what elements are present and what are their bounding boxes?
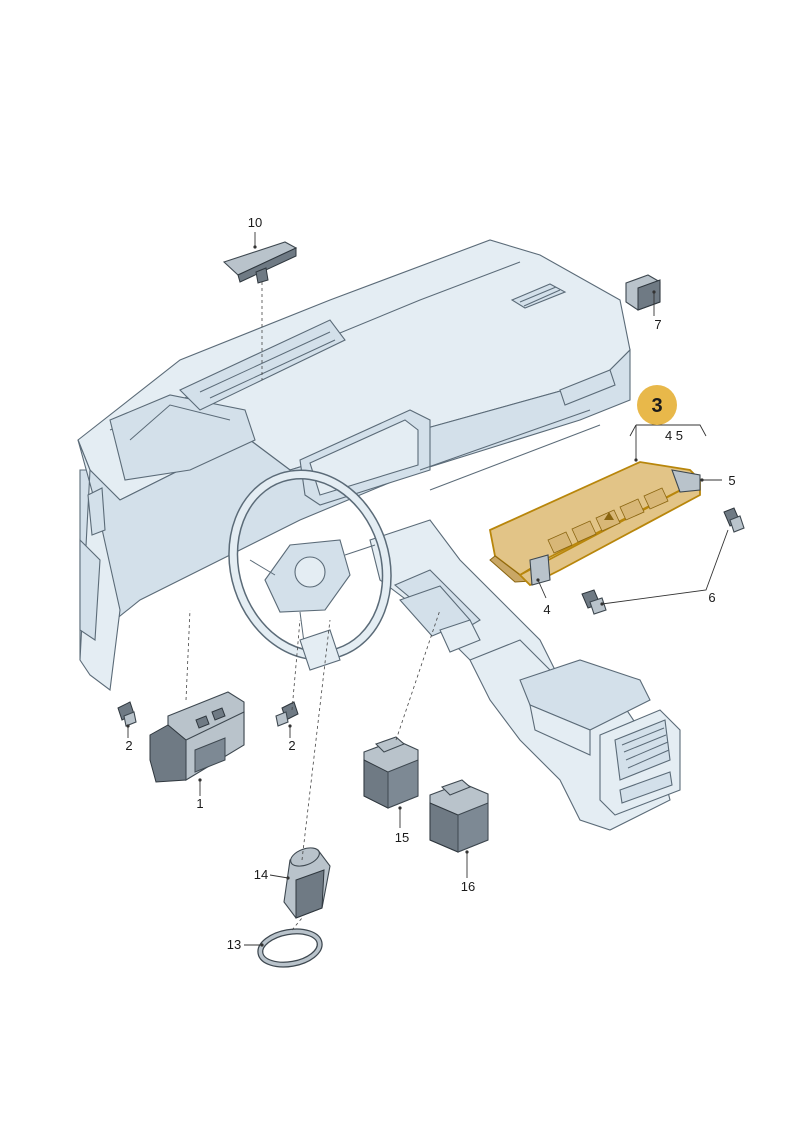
label-1: 1 xyxy=(196,796,203,811)
part-3-switch-panel[interactable] xyxy=(488,461,702,587)
center-console-illustration xyxy=(369,519,681,831)
part-4-end-cap xyxy=(529,554,551,586)
part-2-screws[interactable] xyxy=(117,701,299,727)
part-10-cover[interactable] xyxy=(222,241,298,284)
label-4: 4 xyxy=(543,602,550,617)
leader-lines xyxy=(126,232,729,947)
part-6-screws[interactable] xyxy=(581,507,745,615)
steering-wheel-illustration xyxy=(228,469,392,671)
label-10: 10 xyxy=(248,215,262,230)
part-13-ring[interactable] xyxy=(257,927,323,969)
label-7: 7 xyxy=(654,317,661,332)
part-16-switch[interactable] xyxy=(429,779,489,853)
callout-3-marker[interactable]: 3 xyxy=(637,385,677,425)
label-2-right: 2 xyxy=(288,738,295,753)
label-5: 5 xyxy=(728,473,735,488)
label-14: 14 xyxy=(254,867,268,882)
assembly-dashed-lines xyxy=(185,282,441,931)
part-7-switch[interactable] xyxy=(625,274,661,311)
label-6: 6 xyxy=(708,590,715,605)
part-5-end-cap xyxy=(671,469,701,493)
label-13: 13 xyxy=(227,937,241,952)
label-16: 16 xyxy=(461,879,475,894)
label-15: 15 xyxy=(395,830,409,845)
callout-3-circle xyxy=(637,385,677,425)
part-1-control-module[interactable] xyxy=(149,691,245,783)
callout-3-label: 3 xyxy=(651,395,662,417)
label-2-left: 2 xyxy=(125,738,132,753)
part-14-start-button[interactable] xyxy=(283,844,331,919)
sub-refs-label: 4 5 xyxy=(665,428,683,443)
part-15-switch[interactable] xyxy=(363,736,419,809)
dashboard-illustration xyxy=(77,239,631,692)
